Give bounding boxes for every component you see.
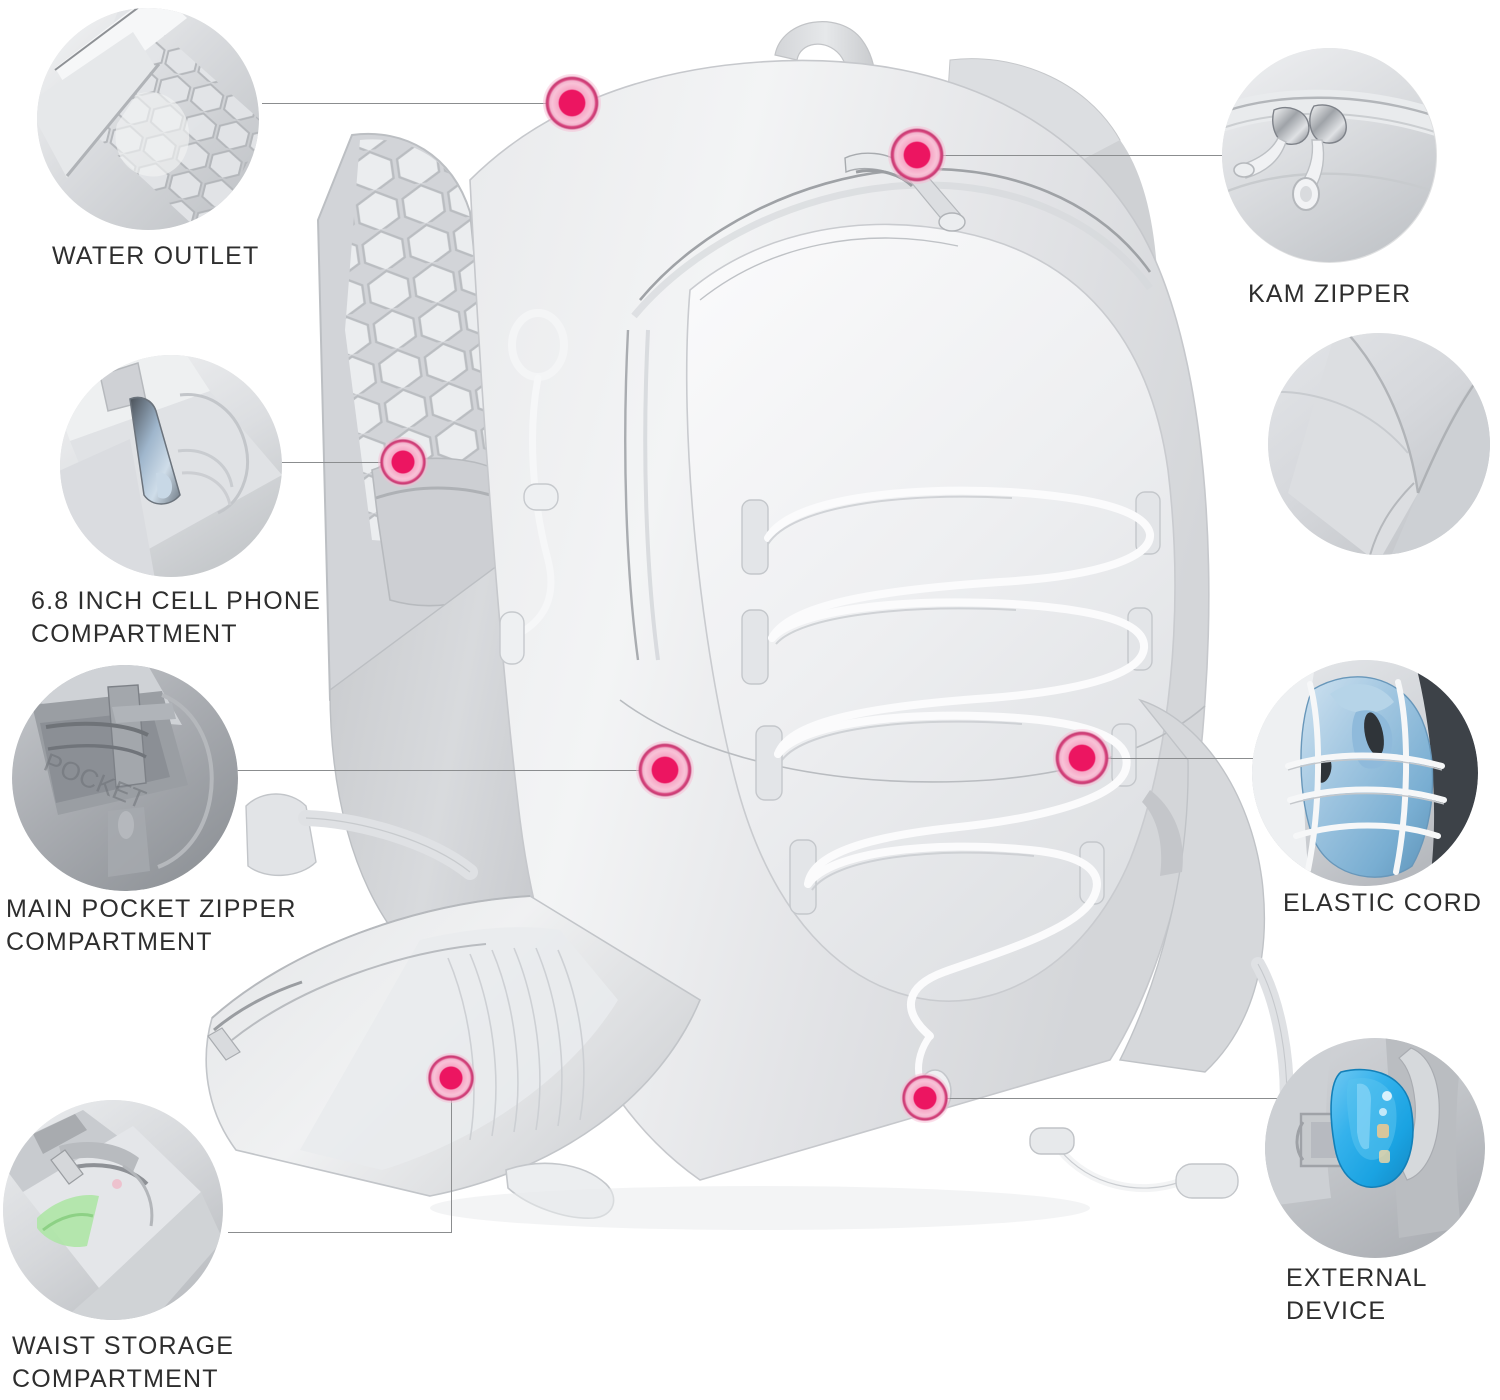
- callout-thumb-cell-phone[interactable]: [60, 355, 282, 577]
- cell-phone-compartment-photo: [60, 355, 282, 577]
- label-main-pocket: MAIN POCKET ZIPPER COMPARTMENT: [6, 895, 297, 956]
- callout-thumb-main-pocket[interactable]: POCKET: [12, 665, 238, 891]
- callout-thumb-kam-zipper[interactable]: [1222, 48, 1437, 263]
- marker-waist-storage[interactable]: [426, 1053, 476, 1103]
- marker-cell-phone[interactable]: [378, 437, 428, 487]
- right-side-pocket: [1118, 698, 1266, 1073]
- kam-zipper-photo: [1222, 48, 1436, 262]
- marker-elastic-cord[interactable]: [1053, 729, 1111, 787]
- callout-thumb-water-outlet[interactable]: [37, 8, 259, 230]
- leader-kam-zipper: [917, 155, 1247, 156]
- main-pocket-zipper-photo: POCKET: [12, 665, 238, 891]
- label-external-device: EXTERNAL DEVICE: [1286, 1264, 1427, 1325]
- marker-external-device[interactable]: [900, 1073, 950, 1123]
- callout-thumb-fabric-detail[interactable]: [1268, 333, 1490, 555]
- leader-main-pocket: [230, 770, 667, 771]
- leader-waist-storage-v: [451, 1078, 452, 1233]
- leader-cell-phone: [258, 462, 405, 463]
- marker-kam-zipper[interactable]: [888, 126, 946, 184]
- left-shoulder-strap: [245, 793, 478, 880]
- elastic-bungee-cord-shadow: [767, 495, 1035, 891]
- elastic-cord-photo: [1252, 660, 1478, 886]
- external-device-photo: [1265, 1038, 1485, 1258]
- label-cell-phone: 6.8 INCH CELL PHONE COMPARTMENT: [31, 587, 322, 648]
- waist-storage-photo: [3, 1100, 223, 1320]
- d-ring-and-cord: [499, 309, 568, 665]
- fabric-detail-photo: [1268, 333, 1490, 555]
- external-cord-tab: [1029, 1127, 1239, 1199]
- leader-external-device: [925, 1098, 1295, 1099]
- label-elastic-cord: ELASTIC CORD: [1283, 889, 1483, 917]
- leader-waist-storage-h: [228, 1232, 452, 1233]
- ground-shadow: [430, 1186, 1090, 1230]
- label-kam-zipper: KAM ZIPPER: [1248, 280, 1412, 308]
- marker-water-outlet[interactable]: [543, 74, 601, 132]
- secondary-zipper: [624, 329, 660, 661]
- callout-thumb-waist-storage[interactable]: [3, 1100, 223, 1320]
- label-water-outlet: WATER OUTLET: [52, 242, 260, 270]
- leader-elastic-cord: [1082, 758, 1272, 759]
- marker-main-pocket[interactable]: [636, 741, 694, 799]
- waist-hip-belt: [205, 895, 702, 1197]
- callout-thumb-elastic-cord[interactable]: [1252, 660, 1478, 886]
- body-mid-seam: [619, 699, 1206, 783]
- leader-water-outlet: [262, 103, 574, 104]
- callout-thumb-external-device[interactable]: [1265, 1038, 1485, 1258]
- label-waist-storage: WAIST STORAGE COMPARTMENT: [12, 1332, 235, 1393]
- water-outlet-photo: [37, 8, 259, 230]
